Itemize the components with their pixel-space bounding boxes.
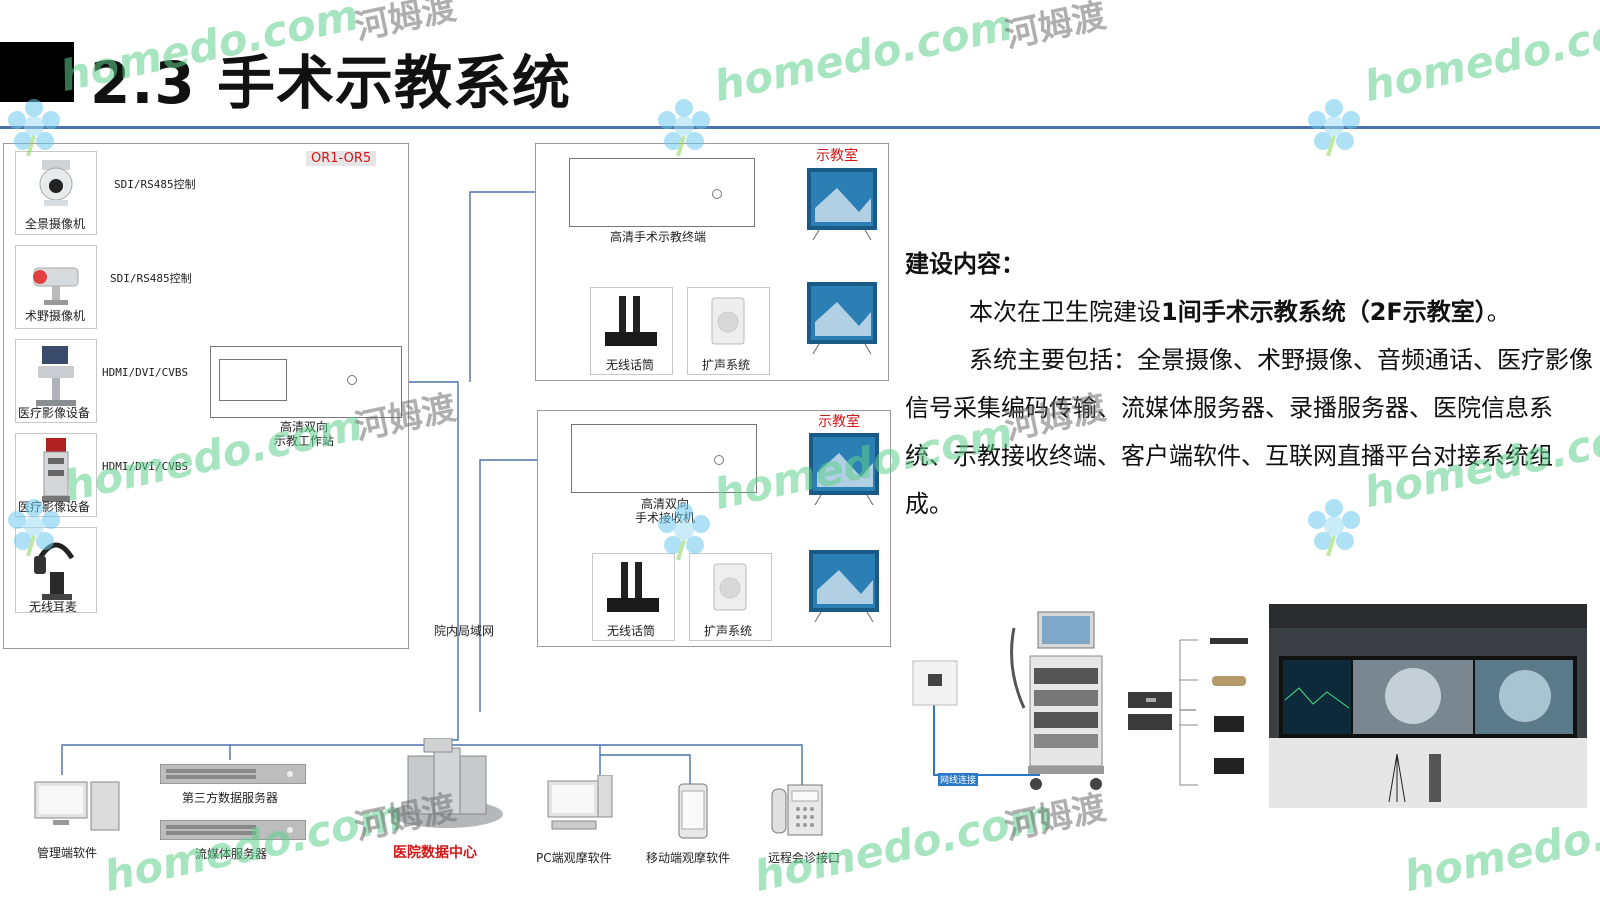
speaker-icon — [711, 297, 745, 345]
data-center-cluster — [388, 738, 506, 830]
teaching-workstation — [210, 346, 402, 418]
wireless-headset-label: 无线耳麦 — [29, 600, 78, 614]
signal-label-2: SDI/RS485控制 — [110, 272, 192, 285]
phone-icon — [771, 784, 823, 836]
classroom-1-label: 示教室 — [816, 148, 858, 164]
display-2a — [809, 433, 879, 505]
teaching-terminal — [569, 158, 755, 227]
speaker-1-tile — [687, 287, 770, 375]
page-title: 2.3 手术示教系统 — [90, 49, 571, 117]
content-paragraph-1: 本次在卫生院建设1间手术示教系统（2F示教室）。 — [905, 288, 1595, 336]
classroom-2-label: 示教室 — [818, 414, 860, 430]
lan-label: 院内局域网 — [434, 624, 495, 638]
signal-label-1: SDI/RS485控制 — [114, 178, 196, 191]
cable-label: 网线连接 — [938, 773, 979, 786]
server-cluster-icon — [391, 738, 503, 828]
p1-bold: 1间手术示教系统（2F示教室） — [1161, 298, 1487, 326]
signal-label-3: HDMI/DVI/CVBS — [102, 366, 189, 379]
content-paragraph-2: 系统主要包括：全景摄像、术野摄像、音频通话、医疗影像信号采集编码传输、流媒体服务… — [905, 346, 1593, 518]
remote-phone — [770, 783, 826, 839]
field-camera-tile — [15, 245, 97, 329]
encoder-box — [1126, 690, 1174, 734]
or-label: OR1-OR5 — [306, 151, 377, 166]
network-jack — [912, 660, 958, 710]
classroom-photo — [1269, 604, 1587, 808]
title-accent-block — [0, 42, 74, 102]
speaker-1-label: 扩声系统 — [702, 358, 751, 372]
ultrasound-icon — [36, 346, 76, 406]
workstation-screen — [219, 359, 287, 401]
teaching-terminal-label: 高清手术示教终端 — [610, 230, 707, 244]
endoscopy-cart — [1000, 608, 1110, 798]
wireless-mic-2-label: 无线话筒 — [607, 624, 656, 638]
panoramic-camera-tile — [15, 151, 97, 235]
receiver — [571, 424, 757, 493]
workstation-power-icon — [347, 375, 357, 385]
medical-imaging-1-tile — [15, 339, 97, 423]
pc-software-label: PC端观摩软件 — [536, 851, 612, 865]
medical-cart-icon — [1010, 611, 1104, 790]
tv-display-icon — [809, 550, 879, 622]
desktop-computer-icon — [34, 781, 120, 831]
video-connectors — [1208, 628, 1258, 788]
pc-client — [546, 775, 614, 833]
streaming-server-label: 流媒体服务器 — [195, 847, 268, 861]
data-center-label: 医院数据中心 — [393, 845, 477, 861]
field-camera-icon — [33, 267, 79, 305]
medical-imaging-1-label: 医疗影像设备 — [18, 406, 91, 420]
rack-server-icon — [160, 820, 306, 840]
content-text: 建设内容： 本次在卫生院建设1间手术示教系统（2F示教室）。 系统主要包括：全景… — [905, 240, 1595, 528]
speaker-2-tile — [689, 553, 772, 641]
receiver-label: 高清双向 手术接收机 — [634, 497, 695, 525]
content-heading: 建设内容： — [905, 250, 1025, 278]
mgmt-workstation — [33, 780, 123, 838]
tv-display-icon — [809, 433, 879, 505]
desktop-computer-icon — [547, 775, 613, 830]
mobile-client — [678, 783, 708, 839]
tv-display-icon — [807, 282, 877, 354]
wireless-mic-2-tile — [592, 553, 675, 641]
microphone-icon — [607, 562, 659, 612]
display-1b — [807, 282, 877, 354]
streaming-server-unit — [160, 820, 306, 840]
video-connector-icons — [1210, 638, 1248, 774]
speaker-icon — [713, 563, 747, 611]
panoramic-camera-label: 全景摄像机 — [25, 217, 86, 231]
title-divider — [0, 126, 1600, 129]
endoscope-tower-icon — [42, 438, 70, 502]
tv-display-icon — [807, 168, 877, 240]
wireless-mic-1-label: 无线话筒 — [606, 358, 655, 372]
panoramic-camera-icon — [39, 160, 73, 206]
workstation-label: 高清双向 示教工作站 — [273, 420, 334, 448]
third-party-server-unit — [160, 764, 306, 784]
speaker-2-label: 扩声系统 — [704, 624, 753, 638]
receiver-power-icon — [714, 455, 724, 465]
video-wall-photo — [1269, 604, 1587, 808]
wireless-mic-1-tile — [590, 287, 673, 375]
p1-prefix: 本次在卫生院建设 — [969, 298, 1161, 326]
rack-server-icon — [160, 764, 306, 784]
signal-label-4: HDMI/DVI/CVBS — [102, 460, 189, 473]
remote-interface-label: 远程会诊接口 — [768, 851, 841, 865]
headset-icon — [34, 542, 75, 600]
smartphone-icon — [678, 783, 708, 839]
terminal-power-icon — [712, 189, 722, 199]
mgmt-software-label: 管理端软件 — [37, 846, 98, 860]
network-jack-icon — [912, 660, 958, 706]
mobile-software-label: 移动端观摩软件 — [646, 851, 731, 865]
encoder-icon — [1128, 692, 1172, 730]
display-1a — [807, 168, 877, 240]
field-camera-label: 术野摄像机 — [25, 309, 86, 323]
p1-suffix: 。 — [1486, 298, 1511, 326]
display-2b — [809, 550, 879, 622]
microphone-icon — [605, 296, 657, 346]
third-party-server-label: 第三方数据服务器 — [182, 791, 279, 805]
